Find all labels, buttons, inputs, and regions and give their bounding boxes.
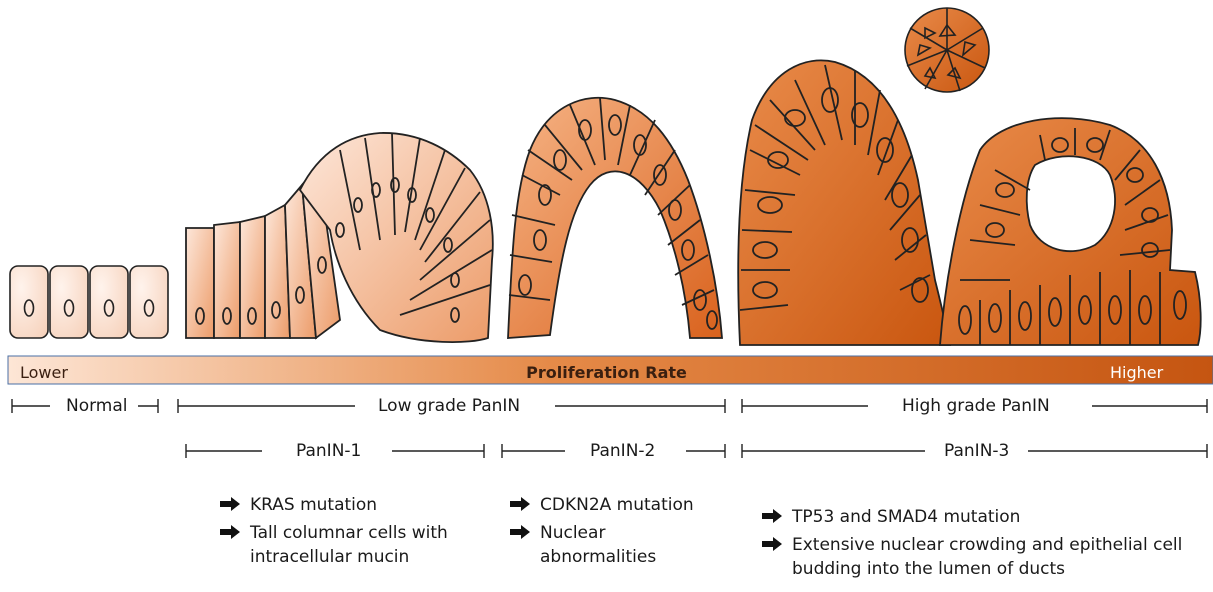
panin3-epithelium	[738, 60, 1201, 345]
arrow-right-icon	[762, 505, 792, 523]
panin2-feature-item: Nuclear abnormalities	[510, 521, 730, 569]
arrow-right-icon	[220, 493, 250, 511]
panin1-features: KRAS mutation Tall columnar cells with i…	[220, 493, 490, 573]
panin2-features: CDKN2A mutation Nuclear abnormalities	[510, 493, 730, 573]
arrow-right-icon	[762, 533, 792, 551]
stage-high-grade-label: High grade PanIN	[902, 396, 1050, 416]
stage-low-grade-label: Low grade PanIN	[378, 396, 520, 416]
stage-normal-label: Normal	[66, 396, 128, 416]
panin2-epithelium	[508, 98, 722, 338]
bar-center-label: Proliferation Rate	[0, 363, 1213, 383]
arrow-right-icon	[220, 521, 250, 539]
stage-panin3-label: PanIN-3	[944, 441, 1009, 461]
panin1-epithelium	[186, 133, 493, 342]
panin3-feature-item: Extensive nuclear crowding and epithelia…	[762, 533, 1202, 581]
panin3-features: TP53 and SMAD4 mutation Extensive nuclea…	[762, 505, 1202, 585]
stage-panin1-label: PanIN-1	[296, 441, 361, 461]
panin1-feature-item: Tall columnar cells with intracellular m…	[220, 521, 490, 569]
budding-cell-cluster	[905, 8, 989, 92]
normal-epithelium	[10, 266, 168, 338]
panin3-feature-item: TP53 and SMAD4 mutation	[762, 505, 1202, 529]
arrow-right-icon	[510, 493, 540, 511]
panin2-feature-item: CDKN2A mutation	[510, 493, 730, 517]
panin1-feature-item: KRAS mutation	[220, 493, 490, 517]
bar-higher-label: Higher	[1110, 363, 1163, 383]
stage-panin2-label: PanIN-2	[590, 441, 655, 461]
arrow-right-icon	[510, 521, 540, 539]
